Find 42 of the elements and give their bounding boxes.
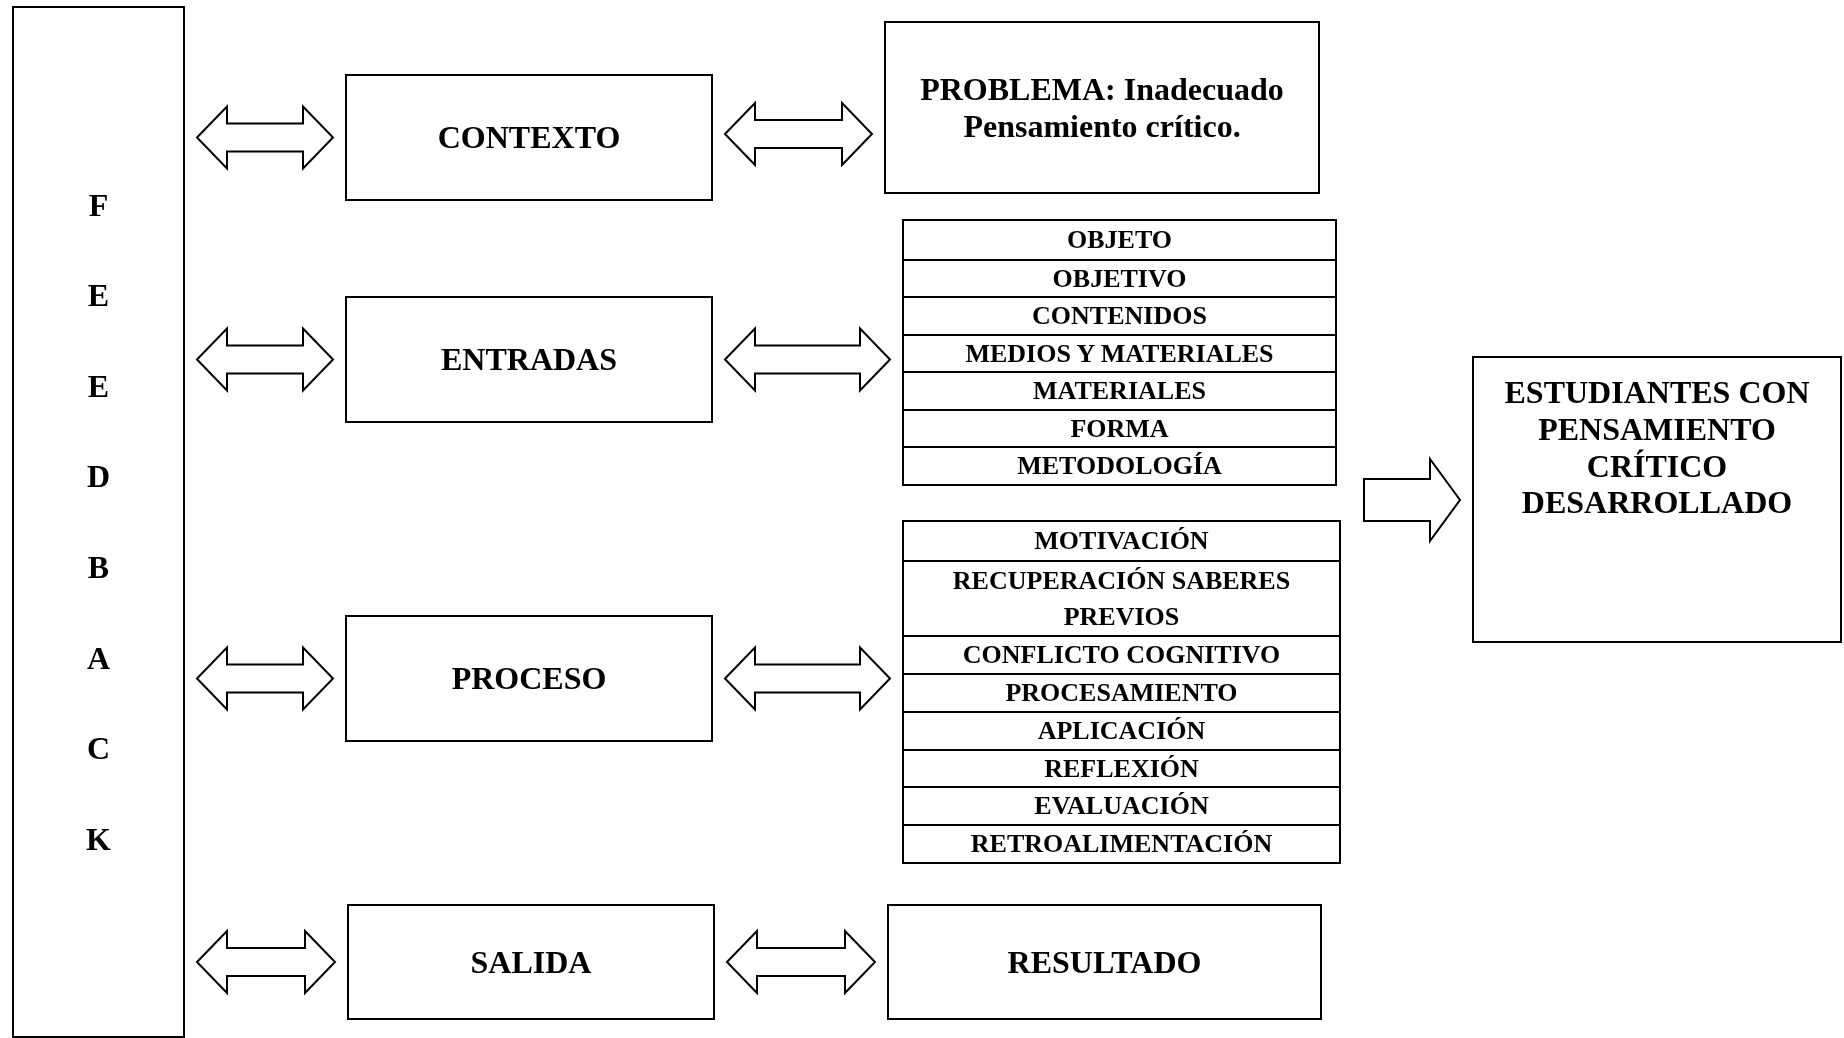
table-cell: RECUPERACIÓN SABERES PREVIOS (904, 559, 1339, 636)
box-label: PROCESO (450, 660, 608, 697)
block-arrow (195, 645, 335, 712)
process-box (884, 21, 1320, 194)
process-box (345, 74, 713, 201)
block-arrow (723, 645, 892, 712)
box-label: ENTRADAS (440, 341, 618, 378)
box-label: PROBLEMA: Inadecuado Pensamiento crítico. (919, 70, 1285, 145)
block-arrow (195, 104, 335, 171)
block-arrow (723, 100, 874, 168)
process-box (887, 904, 1322, 1020)
table-cell-text: OBJETO (1066, 224, 1173, 256)
table-cell: OBJETIVO (904, 258, 1335, 297)
table-cell: FORMA (904, 408, 1335, 447)
process-box (345, 296, 713, 423)
box-label: RESULTADO (1006, 943, 1203, 981)
table-cell: APLICACIÓN (904, 710, 1339, 749)
table-cell-text: MOTIVACIÓN (1033, 525, 1210, 557)
feedback-box (12, 6, 185, 1038)
list-table (902, 520, 1341, 864)
process-box (345, 615, 713, 742)
table-cell: MEDIOS Y MATERIALES (904, 333, 1335, 372)
table-cell: METODOLOGÍA (904, 446, 1335, 484)
list-table (902, 219, 1337, 486)
box-label: CONTEXTO (436, 119, 622, 156)
process-box (347, 904, 715, 1020)
table-cell: PROCESAMIENTO (904, 673, 1339, 711)
vertical-label: FEEDBACK (85, 185, 112, 859)
result-box (1472, 356, 1842, 643)
box-label: ESTUDIANTES CON PENSAMIENTO CRÍTICO DESARROLLADO (1503, 374, 1811, 522)
table-cell: EVALUACIÓN (904, 786, 1339, 825)
table-cell: CONFLICTO COGNITIVO (904, 635, 1339, 674)
table-cell: MATERIALES (904, 371, 1335, 409)
block-arrow (723, 326, 892, 393)
block-arrow (195, 928, 337, 996)
table-cell: RETROALIMENTACIÓN (904, 824, 1339, 862)
box-label: SALIDA (469, 943, 593, 981)
block-arrow (195, 326, 335, 393)
table-cell: REFLEXIÓN (904, 748, 1339, 787)
block-arrow (1363, 455, 1462, 545)
table-cell: CONTENIDOS (904, 296, 1335, 334)
block-arrow (725, 928, 877, 996)
